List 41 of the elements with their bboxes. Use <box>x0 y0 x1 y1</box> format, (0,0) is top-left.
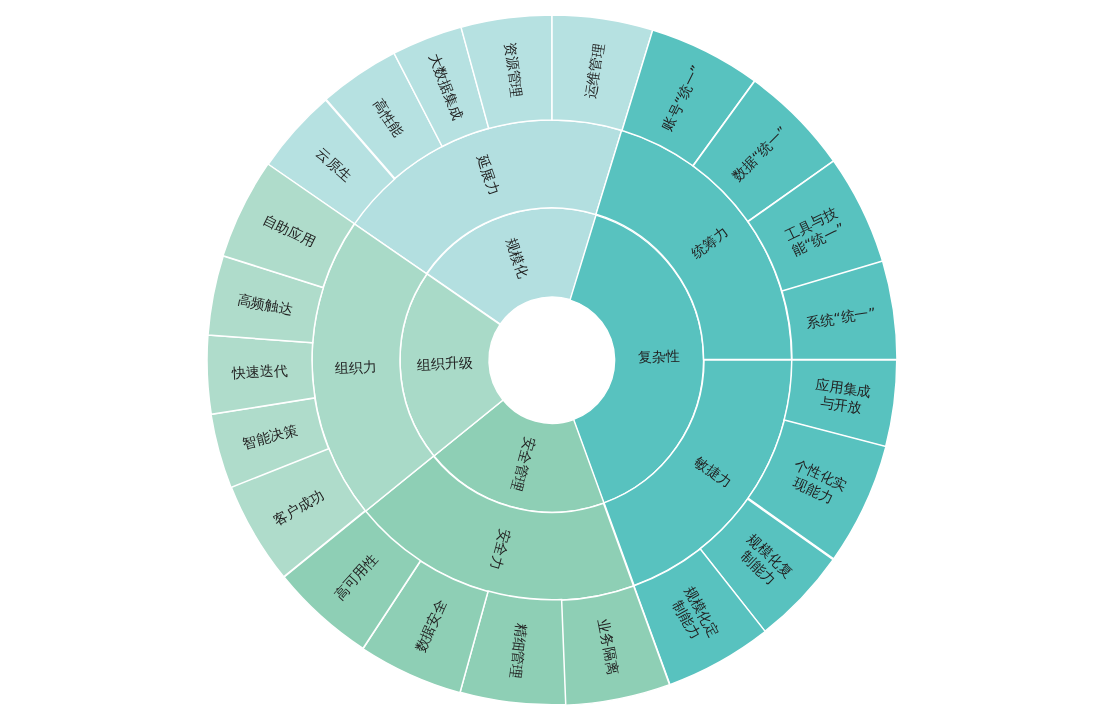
segment-label: 系统“统一” <box>805 304 878 332</box>
segment-label: 云原生 <box>312 144 356 186</box>
sunburst-segment <box>400 273 504 456</box>
sunburst-segment <box>426 208 597 325</box>
segment-label: 组织力 <box>334 358 378 377</box>
sunburst-segment <box>552 15 653 131</box>
sunburst-segment <box>459 591 566 705</box>
segment-label: 数据“统一” <box>729 123 792 186</box>
segment-label: 规模化定制能力 <box>669 581 724 644</box>
sunburst-segment <box>207 334 315 414</box>
segment-label: 规模化复制能力 <box>736 529 797 590</box>
segment-label: 大数据集成 <box>425 51 467 124</box>
segment-label: 精细管理 <box>506 621 530 680</box>
segment-label: 账号“统一” <box>659 62 706 134</box>
segment-label: 工具与技能“统一” <box>781 203 849 261</box>
segment-label: 统筹力 <box>687 224 732 263</box>
segment-label: 复杂性 <box>638 348 681 367</box>
segment-label: 安全管理 <box>507 434 539 493</box>
segment-label: 个性化实现能力 <box>790 455 851 509</box>
segment-label: 高性能 <box>369 95 407 141</box>
sunburst-segment <box>782 261 897 360</box>
segment-label: 高可用性 <box>330 550 381 604</box>
segment-label: 规模化 <box>501 235 532 282</box>
sunburst-segment <box>561 585 670 705</box>
segment-label: 安全力 <box>485 526 514 572</box>
segment-label: 组织升级 <box>416 354 473 374</box>
segment-label: 自助应用 <box>260 211 319 252</box>
segment-label: 高频触达 <box>235 291 294 319</box>
segment-label: 快速迭代 <box>231 362 289 382</box>
segment-label: 数据安全 <box>411 597 451 656</box>
segment-label: 延展力 <box>472 152 503 198</box>
segment-label: 敏捷力 <box>690 453 735 492</box>
segment-label: 业务隔离 <box>594 617 623 677</box>
segment-label: 应用集成与开放 <box>813 376 874 418</box>
sunburst-segment <box>433 399 604 512</box>
sunburst-segment <box>207 255 324 343</box>
segment-label: 运维管理 <box>582 41 608 100</box>
segment-label: 客户成功 <box>270 486 328 530</box>
segment-label: 智能决策 <box>240 421 300 453</box>
sunburst-segment <box>211 397 329 487</box>
segment-label: 资源管理 <box>500 41 526 99</box>
